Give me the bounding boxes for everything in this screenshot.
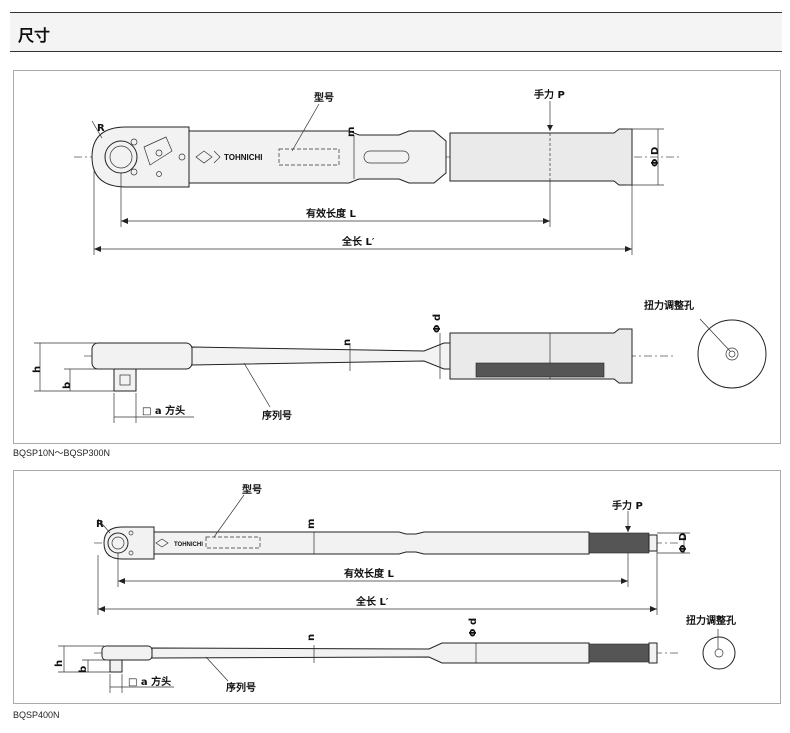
section-header: 尺寸 (10, 12, 782, 52)
diameter-d-upper-label-2: Φ D (678, 533, 689, 553)
top-view-2: TOHNICHI R 型号 m 手力 P Φ D 有效长度 L (94, 483, 690, 615)
dim-d-lower-label-2: Φ d (468, 618, 479, 637)
grip-point-label: 手力 P (534, 88, 565, 101)
square-drive-label: □ a 方头 (142, 404, 185, 417)
section-title: 尺寸 (18, 26, 51, 45)
diameter-d-upper-label: Φ D (650, 147, 661, 167)
grip-point-label-2: 手力 P (612, 499, 643, 512)
effective-length-label: 有效长度 L (306, 207, 356, 220)
dim-n-label: n (342, 339, 353, 346)
dim-b-label-2: b (78, 666, 89, 673)
dim-r-label-2: R (96, 519, 104, 530)
adjust-hole-label-2: 扭力调整孔 (686, 614, 736, 627)
diagram-panel-bqsp10n-300n: TOHNICHI R 型号 m 手力 P Φ D 有效长度 L (13, 70, 781, 444)
dim-b-label: b (62, 382, 73, 389)
top-view: TOHNICHI R 型号 m 手力 P Φ D 有效长度 L (74, 88, 679, 255)
dim-h-label: h (32, 366, 43, 373)
dim-r-label: R (97, 123, 105, 134)
adjust-hole-label: 扭力调整孔 (644, 299, 694, 312)
serial-label-2: 序列号 (226, 681, 256, 694)
wrench-diagram-2: TOHNICHI R 型号 m 手力 P Φ D 有效长度 L (54, 483, 736, 694)
total-length-label-2: 全长 L′ (355, 595, 389, 608)
dim-d-lower-label: Φ d (432, 314, 443, 333)
knurled-grip (475, 362, 605, 378)
side-view: h b n Φ d □ a 方头 序列号 扭力调整孔 (32, 299, 767, 423)
model-label: 型号 (314, 91, 334, 104)
dim-m-label: m (346, 127, 357, 137)
caption-panel1: BQSP10N～BQSP300N (13, 448, 111, 458)
dim-h-label-2: h (54, 660, 65, 667)
square-drive-label-2: □ a 方头 (128, 675, 171, 688)
model-label-2: 型号 (242, 483, 262, 496)
effective-length-label-2: 有效长度 L (344, 567, 394, 580)
brand-logo-2: TOHNICHI (174, 542, 203, 548)
brand-logo: TOHNICHI (224, 153, 263, 162)
total-length-label: 全长 L′ (341, 235, 375, 248)
wrench-diagram-1: TOHNICHI R 型号 m 手力 P Φ D 有效长度 L (32, 88, 767, 423)
side-view-2: h b n Φ d □ a 方头 序列号 扭力调整孔 (54, 614, 736, 694)
caption-panel2: BQSP400N (13, 710, 60, 720)
diagram-panel-bqsp400n: TOHNICHI R 型号 m 手力 P Φ D 有效长度 L (13, 470, 781, 704)
dim-m-label-2: m (306, 519, 317, 529)
serial-label: 序列号 (262, 409, 292, 422)
dim-n-label-2: n (306, 634, 317, 641)
